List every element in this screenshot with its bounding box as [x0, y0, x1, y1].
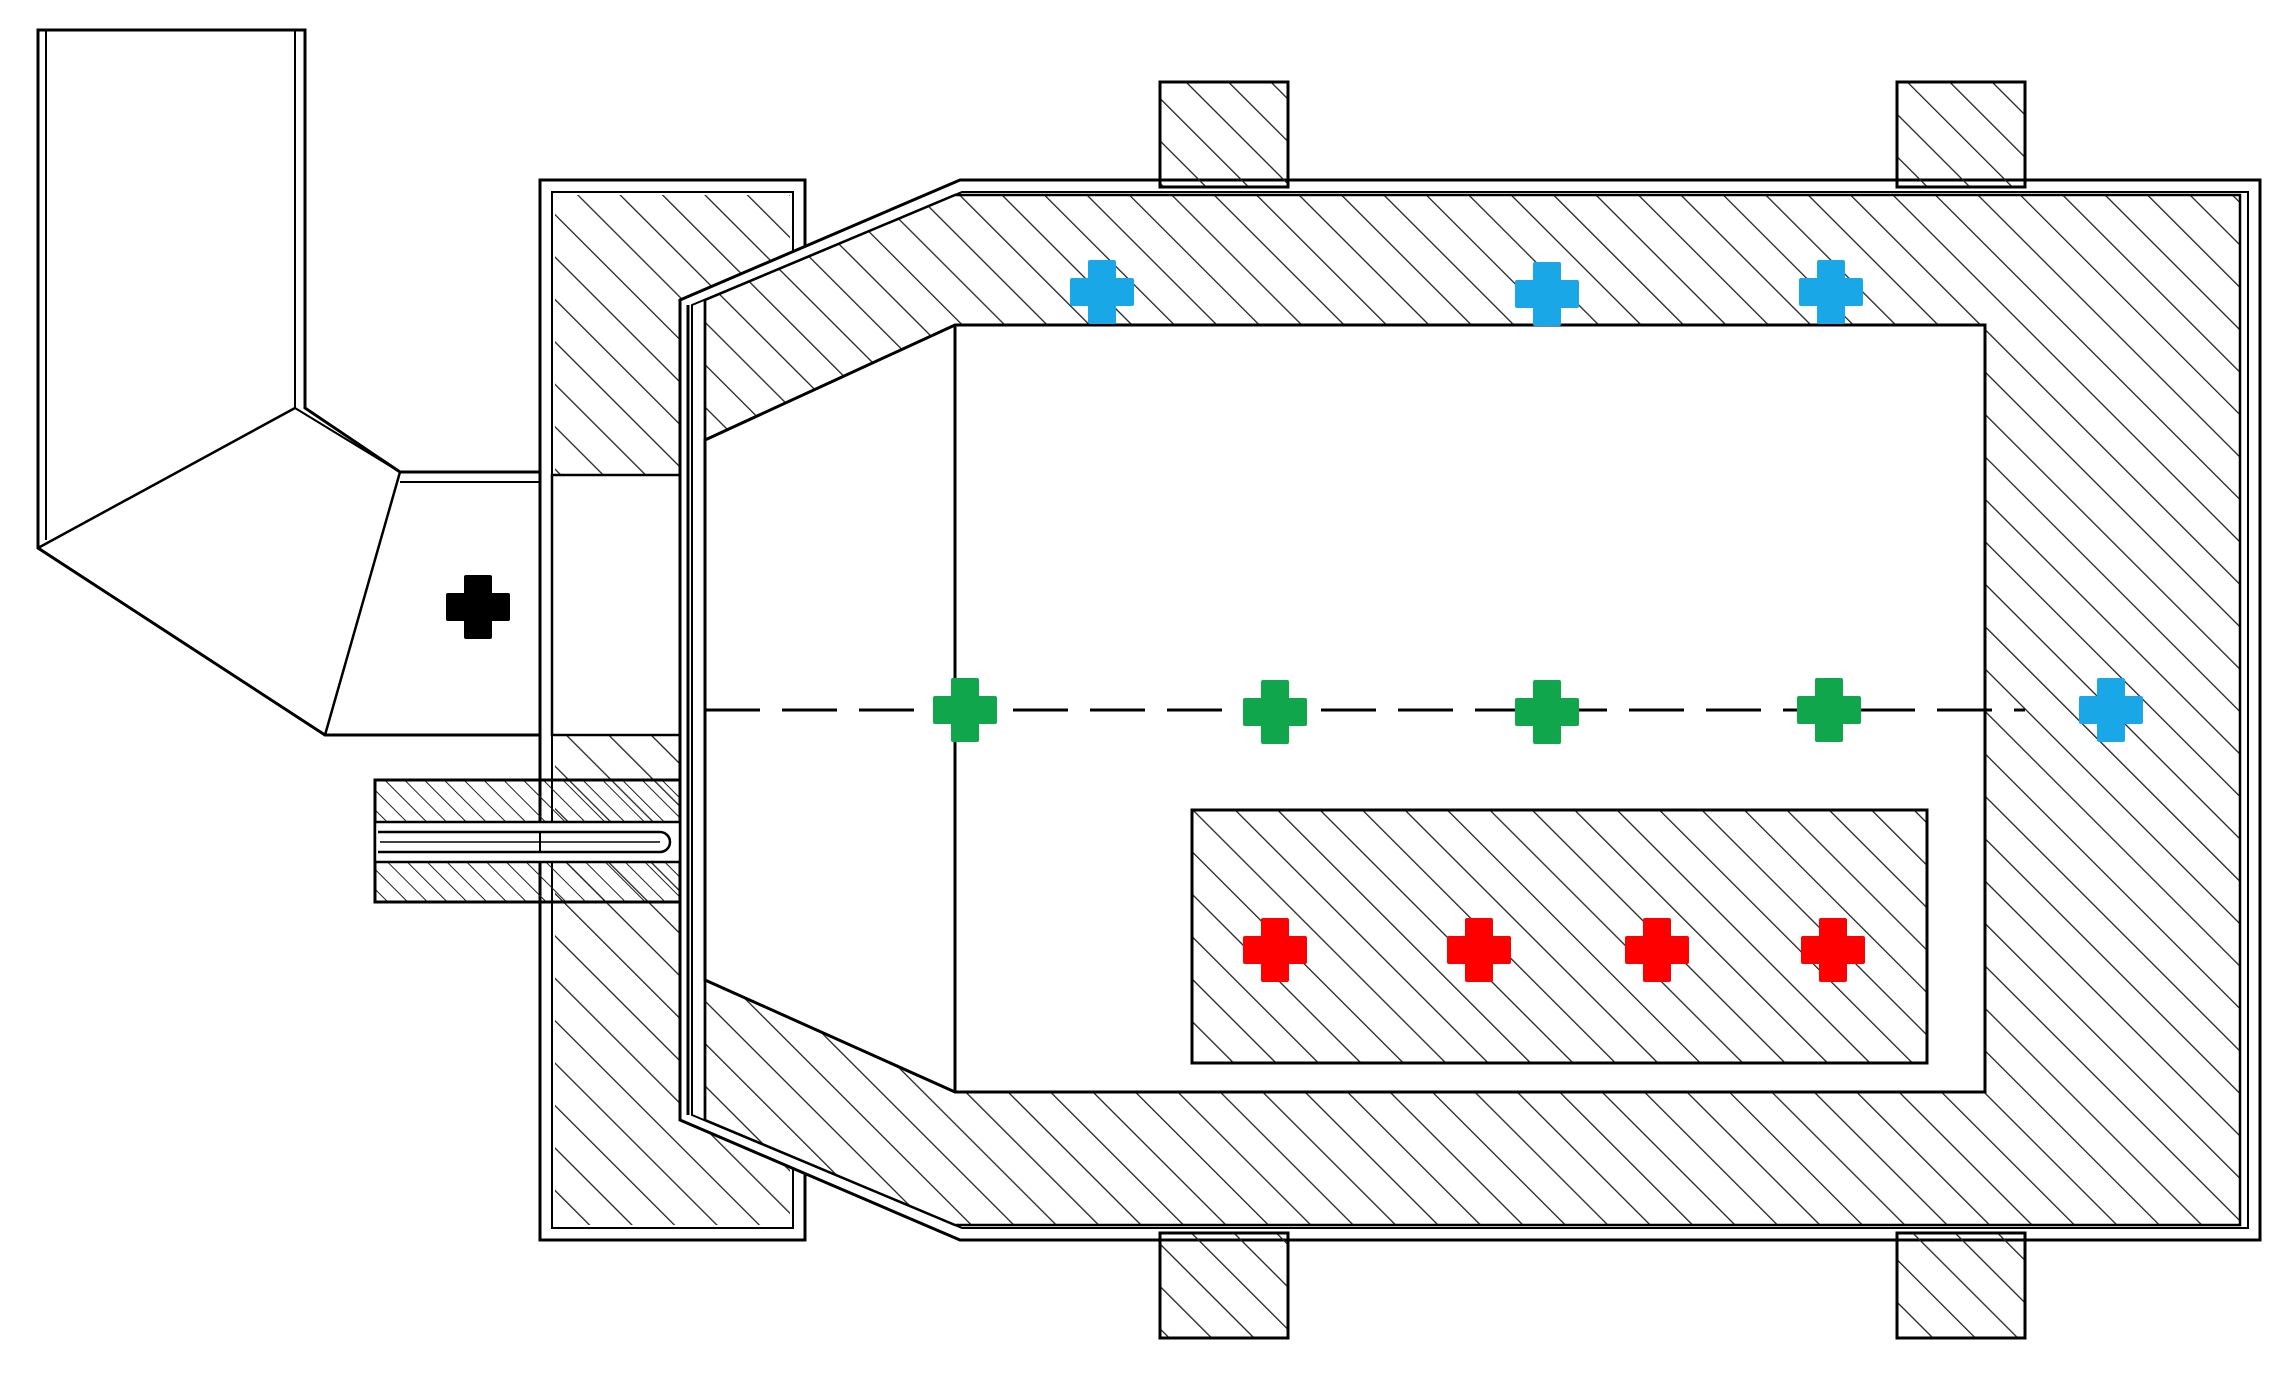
blue-cross-marker-4: [2079, 678, 2143, 742]
blue-cross-marker-1: [1070, 260, 1134, 324]
green-cross-marker-3: [1515, 680, 1579, 744]
mounting-lugs: [1158, 80, 2027, 1340]
red-cross-marker-2: [1447, 918, 1511, 982]
blue-cross-marker-2: [1515, 262, 1579, 326]
red-cross-marker-1: [1243, 918, 1307, 982]
blue-cross-marker-3: [1799, 260, 1863, 324]
reactor-structure: [36, 28, 2262, 1340]
green-cross-marker-2: [1243, 680, 1307, 744]
black-cross-marker-1: [446, 575, 510, 639]
burner-probe-pipe: [373, 778, 682, 904]
red-cross-marker-3: [1625, 918, 1689, 982]
red-cross-marker-4: [1801, 918, 1865, 982]
measurement-markers: [446, 260, 2143, 982]
green-cross-marker-4: [1797, 678, 1861, 742]
green-cross-marker-1: [933, 678, 997, 742]
